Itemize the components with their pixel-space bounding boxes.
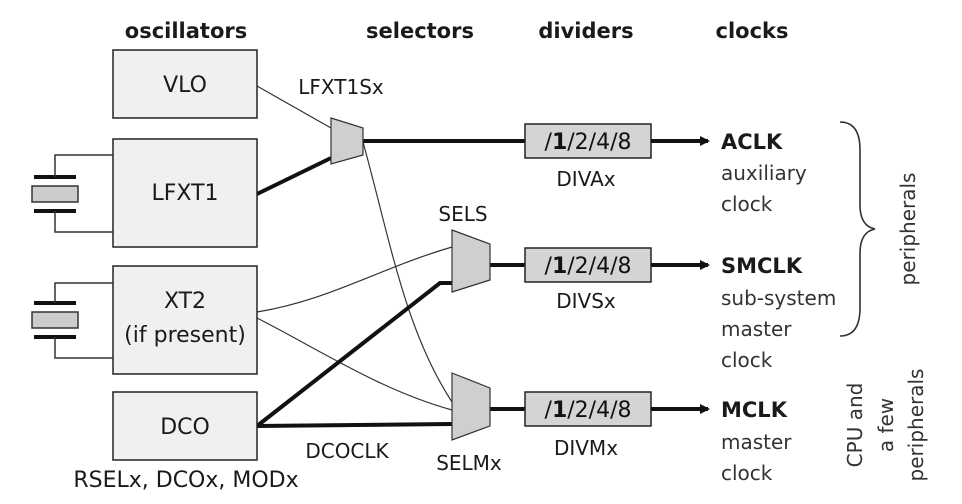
- xt2-label: XT2: [164, 289, 206, 314]
- divm-label: DIVMx: [554, 436, 618, 460]
- lfxt1-label: LFXT1: [151, 181, 218, 206]
- dco-box: [112, 391, 258, 461]
- sels-label: SELS: [438, 202, 487, 226]
- header-dividers: dividers: [538, 19, 633, 43]
- xt2-label-sub: (if present): [124, 323, 246, 348]
- crystal-icon: [31, 154, 113, 233]
- vlo-label: VLO: [163, 73, 207, 98]
- smclk-name: SMCLK: [721, 254, 803, 278]
- smclk-desc-3: clock: [721, 348, 773, 372]
- mclk-name: MCLK: [721, 398, 788, 422]
- diva-label: DIVAx: [556, 167, 615, 191]
- aclk-name: ACLK: [721, 130, 783, 154]
- aclk-desc-1: auxiliary: [721, 161, 807, 185]
- diva-divider: /1/2/4/8: [524, 123, 652, 159]
- header-clocks: clocks: [716, 19, 789, 43]
- thin-wires: [256, 85, 453, 411]
- smclk-desc-1: sub-system: [721, 286, 836, 310]
- peripherals-brace: [839, 121, 876, 337]
- dco-label: DCO: [160, 415, 210, 440]
- lfxt1s-label: LFXT1Sx: [298, 75, 384, 99]
- svg-text:CPU and: CPU and: [843, 383, 867, 468]
- divs-label: DIVSx: [556, 289, 616, 313]
- vlo-box: [112, 49, 258, 119]
- cpu-peripherals-label: CPU and a few peripherals: [843, 369, 928, 482]
- divs-divider: /1/2/4/8: [524, 247, 652, 283]
- divm-divider: /1/2/4/8: [524, 391, 652, 427]
- svg-text:/1/2/4/8: /1/2/4/8: [545, 130, 632, 155]
- header-selectors: selectors: [366, 19, 474, 43]
- aclk-desc-2: clock: [721, 192, 773, 216]
- wire-lfxt1-to-lfxt1s: [256, 156, 332, 196]
- mclk-desc-1: master: [721, 430, 792, 454]
- selm-mux: [451, 372, 491, 441]
- dcoclk-label: DCOCLK: [305, 439, 389, 463]
- header-oscillators: oscillators: [125, 19, 247, 43]
- wire-dco-to-sels: [255, 281, 452, 428]
- svg-text:/1/2/4/8: /1/2/4/8: [545, 398, 632, 423]
- peripherals-label: peripherals: [896, 173, 920, 286]
- svg-text:/1/2/4/8: /1/2/4/8: [545, 254, 632, 279]
- lfxt1s-mux: [330, 117, 364, 165]
- svg-text:a few: a few: [874, 398, 898, 452]
- wire-xt2-to-selm: [256, 317, 453, 411]
- xt2-box: [112, 265, 258, 375]
- wire-dcoclk-to-selm: [256, 422, 453, 428]
- dco-settings-label: RSELx, DCOx, MODx: [73, 468, 298, 493]
- wire-vlo-to-lfxt1s: [256, 85, 332, 129]
- wire-lfxt1s-to-selm: [362, 141, 453, 403]
- svg-text:peripherals: peripherals: [904, 369, 928, 482]
- thick-wires: [255, 139, 525, 428]
- crystal-icon: [31, 282, 113, 359]
- smclk-desc-2: master: [721, 317, 792, 341]
- wire-xt2-to-sels: [256, 246, 453, 313]
- lfxt1-box: [112, 138, 258, 248]
- sels-mux: [451, 229, 491, 293]
- mclk-desc-2: clock: [721, 461, 773, 485]
- selm-label: SELMx: [436, 451, 502, 475]
